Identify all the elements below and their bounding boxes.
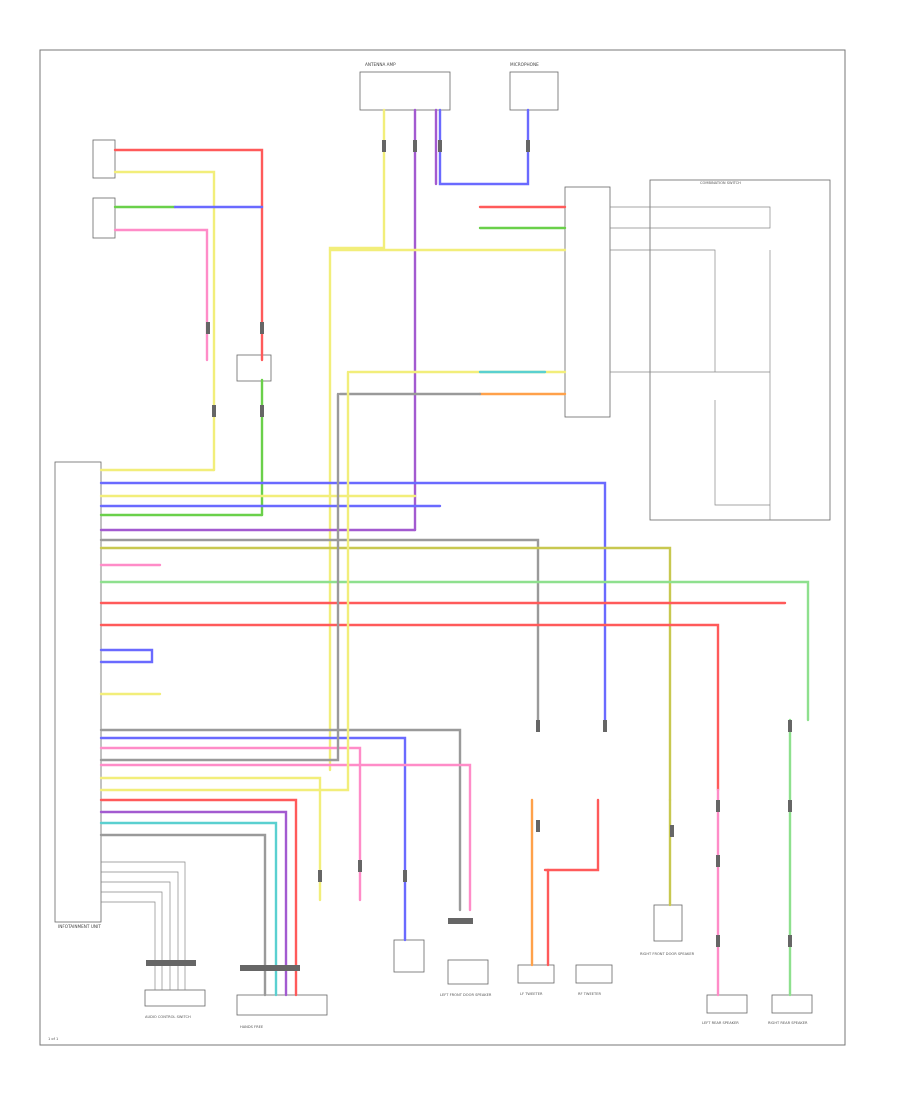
mic-block <box>509 71 559 111</box>
lr-spk-box <box>706 994 748 1014</box>
wire-mu-23 <box>99 833 267 997</box>
label-lr-spk: LEFT REAR SPEAKER <box>702 1021 739 1025</box>
wire-mu-10 <box>99 580 810 722</box>
ac-line-5 <box>101 901 156 990</box>
ac-line-1 <box>101 861 186 990</box>
diagram-border <box>39 49 846 1046</box>
wire-mu-20 <box>99 798 298 997</box>
label-combo-switch: COMBINATION SWITCH <box>700 181 741 185</box>
label-mic: MICROPHONE <box>510 62 539 67</box>
main-unit-block <box>54 461 102 923</box>
cs-loop <box>610 206 771 229</box>
lf-tweeter-box <box>517 964 555 984</box>
wire-red-1 <box>113 148 264 362</box>
wire-mu-25 <box>99 392 340 762</box>
connector-markers <box>146 140 792 971</box>
label-lf-tweeter: LF TWEETER <box>520 992 543 996</box>
junction-block <box>236 354 272 382</box>
label-page: 1 of 1 <box>48 1037 58 1041</box>
wire-mu-22 <box>99 821 278 997</box>
wire-mu-15 <box>99 728 462 912</box>
wire-mu-7 <box>99 538 540 722</box>
combo-switch-frame <box>649 179 831 521</box>
wire-mu-12 <box>99 623 720 792</box>
label-rr-spk: RIGHT REAR SPEAKER <box>768 1021 808 1025</box>
rf-door-spk-box <box>653 904 683 942</box>
label-rf-door: RIGHT FRONT DOOR SPEAKER <box>640 952 695 956</box>
antenna-amp-block <box>359 71 451 111</box>
wire-yellow-1 <box>113 170 216 472</box>
label-main-unit: INFOTAINMENT UNIT <box>58 924 101 929</box>
label-rf-tweeter: RF TWEETER <box>578 992 601 996</box>
wire-mu-19 <box>99 776 322 902</box>
cs-line-3 <box>714 400 770 506</box>
wire-rft-tw <box>543 798 600 872</box>
wire-yellow-ant <box>328 108 386 772</box>
switch-block-2 <box>92 197 116 239</box>
ac-line-2 <box>101 871 179 990</box>
ac-line-4 <box>101 891 163 990</box>
label-audio-control: AUDIO CONTROL SWITCH <box>145 1015 191 1019</box>
label-hands-free: HANDS FREE <box>240 1025 264 1029</box>
switch-block-1 <box>92 139 116 179</box>
label-antenna-amp: ANTENNA AMP <box>365 62 396 67</box>
combo-switch-connector <box>564 186 611 418</box>
wire-mu-2 <box>99 481 607 722</box>
audio-control-box <box>144 989 206 1007</box>
wire-mu-8 <box>99 546 672 802</box>
wire-mu-24 <box>99 370 350 792</box>
hands-free-box <box>236 994 328 1016</box>
wire-mu-21 <box>99 810 288 997</box>
mic-box <box>393 939 425 973</box>
ac-line-3 <box>101 881 171 990</box>
wire-mu-13 <box>99 648 154 664</box>
label-lf-door: LEFT FRONT DOOR SPEAKER <box>440 993 492 997</box>
wire-mu-18 <box>99 763 472 912</box>
cs-line-1 <box>610 249 716 372</box>
wire-blue-mic <box>438 108 530 186</box>
rf-tweeter-box <box>575 964 613 984</box>
wire-pink-1 <box>113 228 209 362</box>
wire-mu-16 <box>99 746 362 902</box>
rr-spk-box <box>771 994 813 1014</box>
lf-door-spk-box <box>447 959 489 985</box>
